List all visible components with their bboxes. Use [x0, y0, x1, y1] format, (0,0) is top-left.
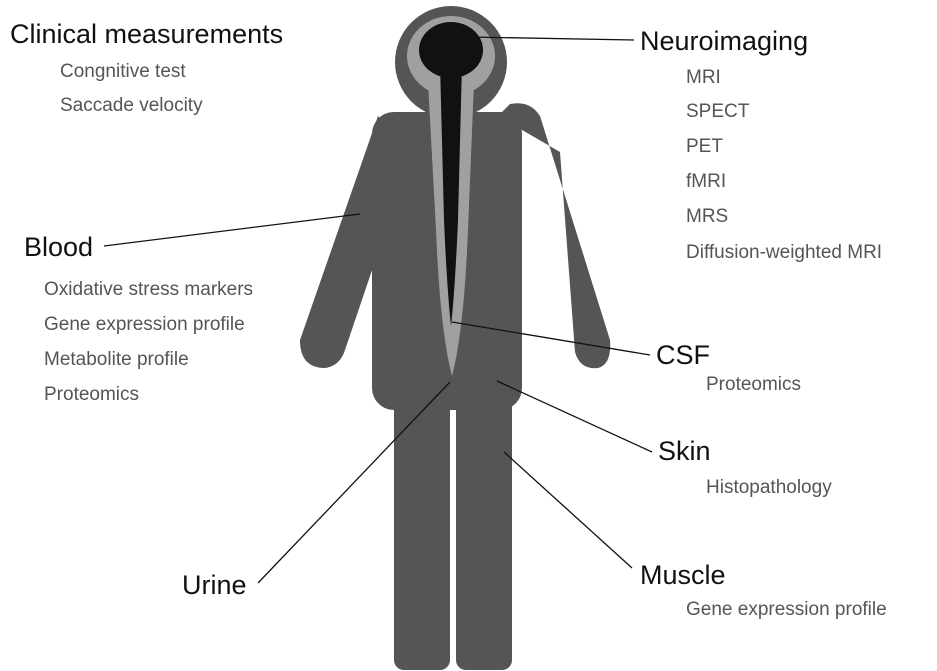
leader-blood — [104, 214, 360, 246]
neuroimaging-heading: Neuroimaging — [640, 28, 808, 55]
right-leg — [456, 394, 512, 670]
blood-item-proteomics: Proteomics — [44, 385, 139, 404]
blood-item-gene-expression-profile: Gene expression profile — [44, 315, 245, 334]
csf-heading: CSF — [656, 342, 710, 369]
leader-muscle — [504, 452, 632, 568]
clinical-measurements-heading: Clinical measurements — [10, 21, 283, 48]
neuro-item-mri: MRI — [686, 68, 721, 87]
clinical-item-cognitive-test: Congnitive test — [60, 62, 186, 81]
left-leg — [394, 394, 450, 670]
skin-heading: Skin — [658, 438, 711, 465]
neuro-item-mrs: MRS — [686, 207, 728, 226]
csf-item-proteomics: Proteomics — [706, 375, 801, 394]
muscle-heading: Muscle — [640, 562, 726, 589]
urine-heading: Urine — [182, 572, 247, 599]
neuro-item-fmri: fMRI — [686, 172, 726, 191]
blood-item-metabolite-profile: Metabolite profile — [44, 350, 189, 369]
neuro-item-spect: SPECT — [686, 102, 749, 121]
leader-skin — [497, 381, 652, 452]
skin-item-histopathology: Histopathology — [706, 478, 832, 497]
blood-item-oxidative-stress-markers: Oxidative stress markers — [44, 280, 253, 299]
clinical-item-saccade-velocity: Saccade velocity — [60, 96, 203, 115]
blood-heading: Blood — [24, 234, 93, 261]
neuro-item-diffusion-weighted-mri: Diffusion-weighted MRI — [686, 243, 882, 262]
muscle-item-gene-expression-profile: Gene expression profile — [686, 600, 887, 619]
neuro-item-pet: PET — [686, 137, 723, 156]
